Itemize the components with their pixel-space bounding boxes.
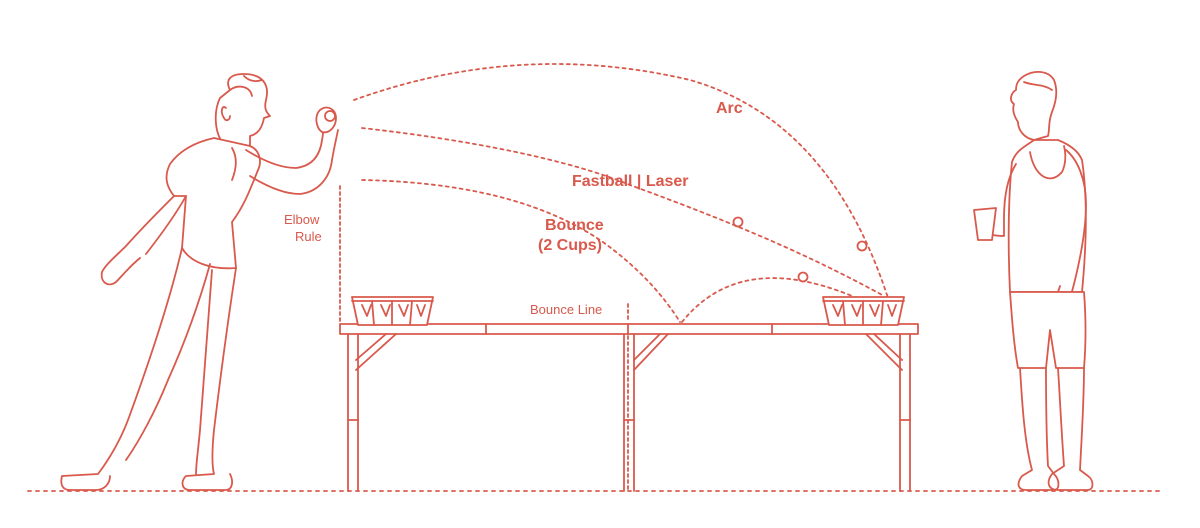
elbow-rule-label: Rule bbox=[295, 229, 322, 244]
arc-trajectory bbox=[353, 63, 889, 299]
table-top bbox=[339, 323, 919, 335]
bounce-cups-label: (2 Cups) bbox=[538, 237, 602, 254]
bounce-trajectory bbox=[361, 179, 681, 323]
fastball-trajectory bbox=[361, 127, 885, 297]
bounce-ball bbox=[797, 271, 809, 283]
table-leg-left bbox=[347, 333, 397, 492]
table-leg-center bbox=[623, 333, 669, 492]
table bbox=[339, 323, 919, 492]
thrower-figure bbox=[60, 73, 339, 491]
cups-left bbox=[351, 296, 434, 326]
bounce-label: Bounce bbox=[545, 217, 604, 234]
table-leg-right bbox=[865, 333, 911, 492]
cups-right bbox=[822, 296, 905, 326]
elbow-label: Elbow bbox=[284, 212, 320, 227]
arc-label: Arc bbox=[716, 100, 743, 117]
fastball-ball bbox=[732, 216, 744, 228]
bounce-rebound bbox=[681, 277, 853, 323]
bounce-line-label: Bounce Line bbox=[530, 302, 602, 317]
fastball-label: Fastball | Laser bbox=[572, 173, 689, 190]
opponent-figure bbox=[973, 71, 1094, 491]
arc-ball bbox=[856, 240, 868, 252]
